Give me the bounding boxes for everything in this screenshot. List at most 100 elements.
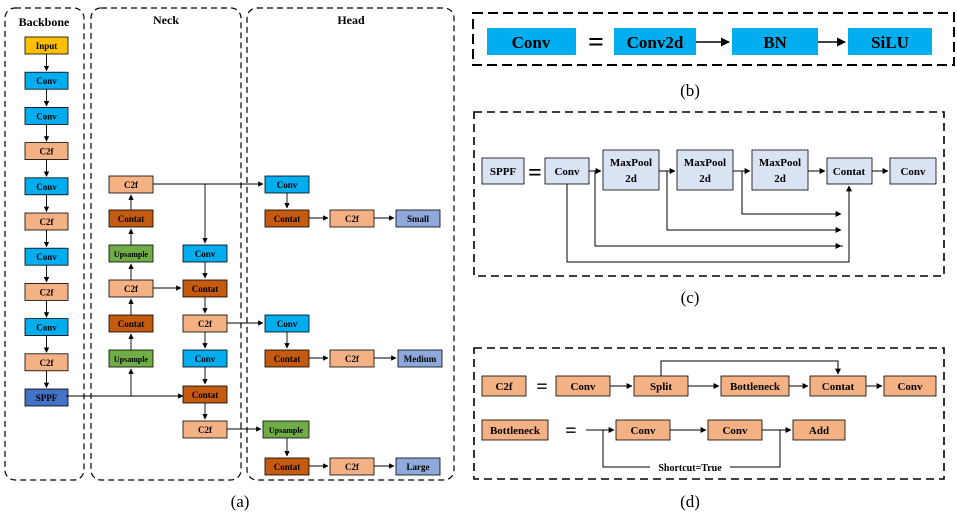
c-conv-1: Conv	[544, 157, 590, 185]
svg-text:BN: BN	[763, 33, 787, 52]
neck-contat-2: Contat	[108, 314, 154, 333]
svg-text:Conv: Conv	[570, 381, 596, 393]
svg-text:SiLU: SiLU	[871, 33, 909, 52]
backbone-input-0: Input	[24, 36, 69, 55]
svg-text:Contat: Contat	[192, 390, 219, 400]
svg-text:Conv: Conv	[36, 76, 57, 86]
panel-a-connectors	[66, 181, 397, 469]
svg-text:Contat: Contat	[274, 354, 301, 364]
svg-text:C2f: C2f	[124, 284, 139, 294]
svg-text:C2f: C2f	[40, 147, 55, 157]
svg-text:Conv: Conv	[36, 111, 57, 121]
caption-d: (d)	[680, 492, 700, 511]
svg-text:Conv: Conv	[630, 425, 656, 437]
backbone-stack: InputConvConvC2fConvC2fConvC2fConvC2fSPP…	[24, 36, 69, 407]
caption-a: (a)	[231, 492, 250, 511]
svg-text:Conv: Conv	[277, 180, 298, 190]
svg-text:Conv: Conv	[722, 425, 748, 437]
backbone-frame	[4, 7, 85, 481]
svg-text:Split: Split	[650, 381, 672, 393]
svg-text:C2f: C2f	[40, 358, 55, 368]
svg-text:Contat: Contat	[822, 381, 855, 393]
panel-d: C2f = Conv Split Bottleneck Contat Conv …	[473, 347, 945, 480]
backbone-sppf-10: SPPF	[24, 388, 69, 407]
c-equals: =	[528, 160, 542, 186]
svg-text:C2f: C2f	[198, 425, 213, 435]
panel-c: SPPF = Conv MaxPool 2d MaxPool 2d MaxPoo…	[473, 111, 945, 277]
svg-text:Large: Large	[407, 462, 430, 472]
backbone-conv-8: Conv	[24, 318, 69, 337]
neck-contat-4: Contat	[182, 385, 228, 404]
c-conv-2: Conv	[889, 157, 937, 185]
svg-text:Conv: Conv	[512, 33, 551, 52]
head-c2f-medium: C2f	[329, 349, 375, 368]
head-frame	[246, 7, 455, 481]
neck-contat-3: Contat	[182, 279, 228, 298]
head-upsample-large: Upsample	[262, 420, 310, 439]
svg-text:Contat: Contat	[118, 319, 145, 329]
backbone-title: Backbone	[19, 15, 70, 29]
c-maxpool-1: MaxPool 2d	[602, 149, 660, 191]
svg-text:Upsample: Upsample	[269, 426, 304, 435]
svg-text:MaxPool: MaxPool	[610, 157, 652, 169]
svg-text:Input: Input	[36, 41, 58, 51]
b-conv2d: Conv2d	[614, 28, 696, 55]
b-bn: BN	[732, 28, 818, 55]
svg-text:C2f: C2f	[345, 462, 360, 472]
neck-conv-b: Conv	[182, 349, 228, 368]
caption-c: (c)	[681, 288, 700, 307]
backbone-conv-2: Conv	[24, 107, 69, 125]
svg-text:2d: 2d	[774, 173, 786, 185]
svg-text:Conv2d: Conv2d	[627, 33, 684, 52]
b-silu: SiLU	[848, 28, 932, 55]
c-maxpool-2: MaxPool 2d	[676, 149, 734, 191]
head-c2f-large: C2f	[329, 457, 375, 476]
svg-text:C2f: C2f	[198, 319, 213, 329]
d-c2f-contat: Contat	[809, 375, 867, 397]
backbone-c2f-5: C2f	[24, 212, 69, 231]
caption-b: (b)	[680, 81, 700, 100]
backbone-c2f-7: C2f	[24, 282, 69, 301]
b-conv-lhs: Conv	[487, 28, 576, 55]
d-bottleneck-lhs: Bottleneck	[481, 419, 549, 441]
b-equals: =	[588, 27, 604, 58]
c-sppf-lhs: SPPF	[481, 157, 525, 185]
svg-text:Conv: Conv	[36, 182, 57, 192]
svg-text:2d: 2d	[699, 173, 711, 185]
head-contat-large: Contat	[264, 457, 310, 476]
svg-text:Conv: Conv	[36, 252, 57, 262]
head-out-small: Small	[395, 209, 441, 228]
panel-b-frame	[472, 12, 955, 66]
svg-text:Contat: Contat	[833, 166, 866, 178]
d-c2f-conv-1: Conv	[555, 375, 611, 397]
panel-d-connectors	[586, 360, 883, 468]
svg-text:Conv: Conv	[36, 323, 57, 333]
svg-text:C2f: C2f	[495, 381, 512, 393]
svg-text:Conv: Conv	[195, 249, 216, 259]
head-contat-small: Contat	[264, 209, 310, 228]
head-contat-medium: Contat	[264, 349, 310, 368]
d-shortcut-label: Shortcut=True	[658, 463, 722, 474]
neck-conv-a: Conv	[182, 244, 228, 263]
svg-text:SPPF: SPPF	[490, 166, 517, 178]
d-equals-1: =	[536, 376, 547, 398]
head-title: Head	[337, 13, 365, 27]
backbone-conv-6: Conv	[24, 247, 69, 266]
svg-text:MaxPool: MaxPool	[684, 157, 726, 169]
head-c2f-small: C2f	[329, 209, 375, 228]
d-c2f-split: Split	[633, 375, 689, 397]
svg-text:Conv: Conv	[195, 354, 216, 364]
panel-b: Conv = Conv2d BN SiLU	[472, 12, 955, 66]
svg-text:Upsample: Upsample	[114, 355, 149, 364]
svg-text:Medium: Medium	[404, 354, 437, 364]
svg-text:Conv: Conv	[554, 166, 580, 178]
neck-frame	[90, 7, 242, 481]
head-out-medium: Medium	[397, 349, 443, 368]
backbone-c2f-9: C2f	[24, 353, 69, 372]
neck-contat-1: Contat	[108, 209, 154, 228]
d-c2f-conv-2: Conv	[883, 375, 937, 397]
svg-text:SPPF: SPPF	[36, 393, 58, 403]
svg-text:Contat: Contat	[274, 214, 301, 224]
neck-c2f-3: C2f	[182, 314, 228, 333]
d-c2f-bottleneck: Bottleneck	[720, 375, 790, 397]
